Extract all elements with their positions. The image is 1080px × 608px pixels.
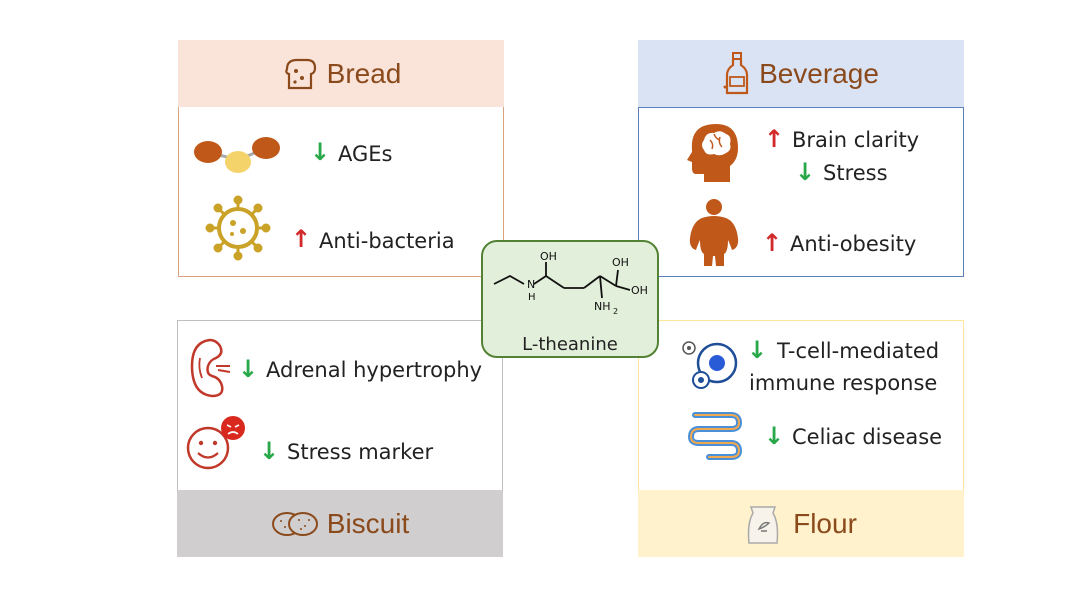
- biscuit-title: Biscuit: [326, 507, 410, 539]
- beverage-panel: [638, 107, 964, 277]
- l-theanine-structure: N H OH OH OH NH 2: [493, 250, 648, 316]
- adrenal-label: Adrenal hypertrophy: [266, 358, 483, 382]
- bread-title: Bread: [326, 57, 402, 89]
- l-theanine-h-label: H: [528, 292, 536, 303]
- bread-header: Bread: [178, 40, 504, 107]
- l-theanine-oh1-label: OH: [540, 250, 557, 263]
- l-theanine-n-label: N: [527, 278, 535, 291]
- bacteria-icon: [205, 195, 271, 261]
- obesity-body-icon: [689, 199, 739, 266]
- celiac-label: Celiac disease: [792, 425, 943, 449]
- anti-obesity-up-arrow: ↑: [762, 229, 783, 257]
- bottle-icon: [723, 51, 751, 97]
- flour-bag-icon: [745, 503, 781, 545]
- l-theanine-subscript-2: 2: [613, 307, 618, 316]
- brain-clarity-label: Brain clarity: [792, 128, 920, 152]
- intestine-icon: [687, 412, 743, 460]
- ages-molecule-icon: [194, 137, 280, 173]
- l-theanine-box: [481, 240, 659, 358]
- beverage-title: Beverage: [759, 57, 879, 89]
- antibacteria-label: Anti-bacteria: [319, 229, 455, 253]
- l-theanine-oh3-label: OH: [631, 284, 648, 297]
- biscuit-icon: [271, 509, 319, 539]
- kidney-icon: [190, 338, 231, 398]
- tcell-label-line2: immune response: [749, 371, 938, 395]
- brain-clarity-up-arrow: ↑: [764, 125, 785, 153]
- l-theanine-label: L-theanine: [522, 334, 618, 355]
- t-cell-icon: [682, 341, 738, 389]
- flour-header: Flour: [638, 490, 964, 557]
- stress-down-arrow: ↓: [795, 158, 816, 186]
- bread-panel: [178, 107, 504, 277]
- celiac-down-arrow: ↓: [764, 422, 785, 450]
- stress-label: Stress: [823, 161, 888, 185]
- beverage-header: Beverage: [638, 40, 964, 107]
- anti-obesity-label: Anti-obesity: [790, 232, 917, 256]
- bread-icon: [281, 55, 319, 93]
- flour-title: Flour: [793, 507, 857, 539]
- antibacteria-up-arrow: ↑: [291, 225, 312, 253]
- stress-marker-label: Stress marker: [287, 440, 434, 464]
- biscuit-header: Biscuit: [177, 490, 503, 557]
- tcell-down-arrow: ↓: [747, 336, 768, 364]
- stress-face-icon: [186, 416, 245, 470]
- biscuit-panel: [177, 320, 503, 490]
- l-theanine-oh2-label: OH: [612, 256, 629, 269]
- ages-label: AGEs: [338, 142, 393, 166]
- l-theanine-nh2-label: NH: [594, 300, 611, 313]
- tcell-label-line1: T-cell-mediated: [777, 339, 940, 363]
- stress-marker-down-arrow: ↓: [259, 437, 280, 465]
- adrenal-down-arrow: ↓: [238, 355, 259, 383]
- ages-down-arrow: ↓: [310, 138, 331, 166]
- brain-head-icon: [687, 124, 738, 182]
